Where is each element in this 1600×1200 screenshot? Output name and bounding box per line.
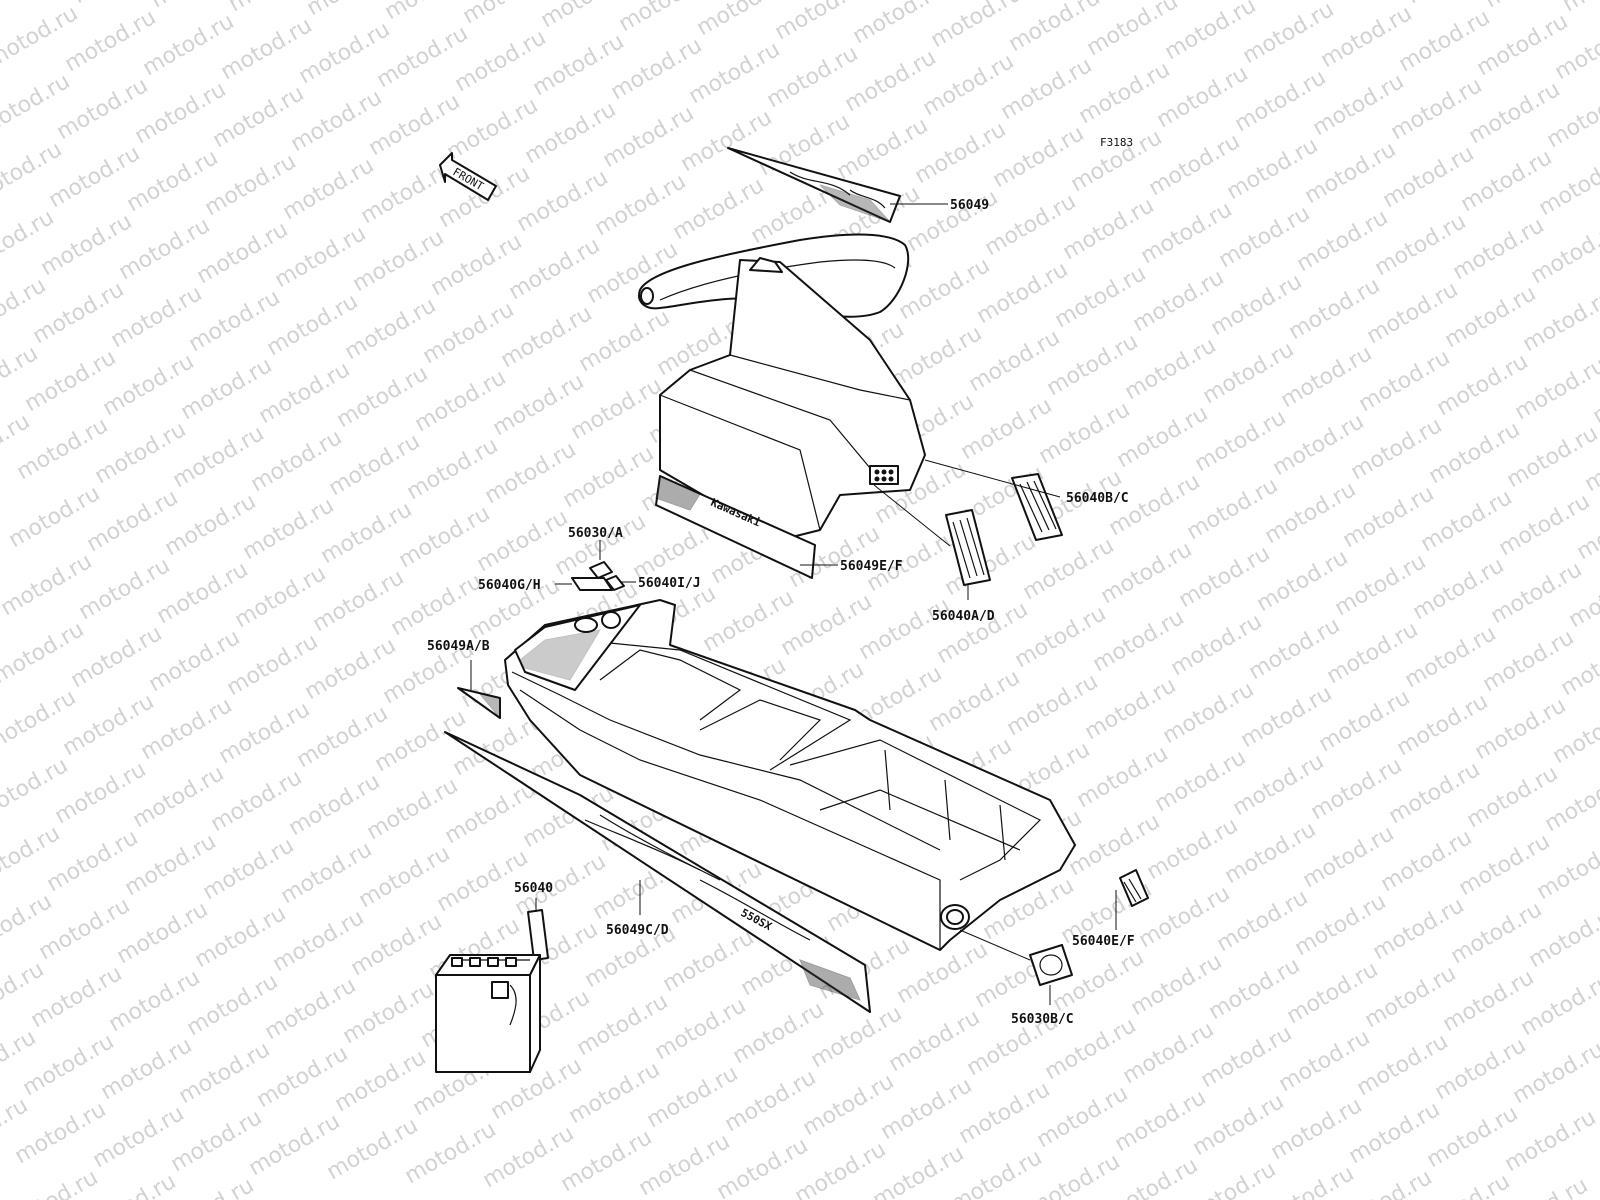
hood-side-decal-56049E-F[interactable]: Kawasaki: [655, 475, 816, 579]
label-56040I-J[interactable]: [605, 575, 625, 591]
part-label[interactable]: 56049: [950, 198, 989, 213]
part-label[interactable]: 56040G/H: [478, 578, 541, 593]
top-decal-56049[interactable]: [727, 147, 901, 223]
front-decal-56049A-B[interactable]: [457, 687, 501, 720]
part-label[interactable]: 56049C/D: [606, 923, 669, 938]
part-label[interactable]: 56040E/F: [1072, 934, 1135, 949]
part-label[interactable]: 56040I/J: [638, 576, 701, 591]
round-label-56030B-C[interactable]: [1029, 944, 1073, 986]
leader-lines: [470, 203, 1117, 1005]
label-56040G-H[interactable]: [571, 577, 613, 591]
watermark-text: motod.ru: [1247, 0, 1347, 1]
part-label[interactable]: 56030B/C: [1011, 1012, 1074, 1027]
label-56040[interactable]: [527, 909, 549, 961]
watermark-text: motod.ru: [3, 1165, 103, 1200]
mat-56040A-D[interactable]: [945, 509, 991, 586]
part-label[interactable]: 56040A/D: [932, 609, 995, 624]
part-label[interactable]: 56049E/F: [840, 559, 903, 574]
part-labels: 56049 56040B/C 56049E/F 56030/A 56040G/H…: [427, 198, 1135, 1027]
label-56030-A[interactable]: [589, 561, 613, 579]
watermark-text: motod.ru: [1559, 0, 1600, 17]
part-label[interactable]: 56049A/B: [427, 639, 490, 654]
mat-56040E-F[interactable]: [1119, 869, 1149, 907]
figure-code: F3183: [1100, 136, 1133, 149]
side-decal-56049C-D[interactable]: 550SX: [444, 731, 871, 1013]
hull: [504, 599, 1076, 951]
part-label[interactable]: 56040: [514, 881, 553, 896]
mat-56040B-C[interactable]: [1011, 473, 1063, 541]
part-label[interactable]: 56040B/C: [1066, 491, 1129, 506]
battery: [435, 954, 541, 1073]
part-label[interactable]: 56030/A: [568, 526, 623, 541]
